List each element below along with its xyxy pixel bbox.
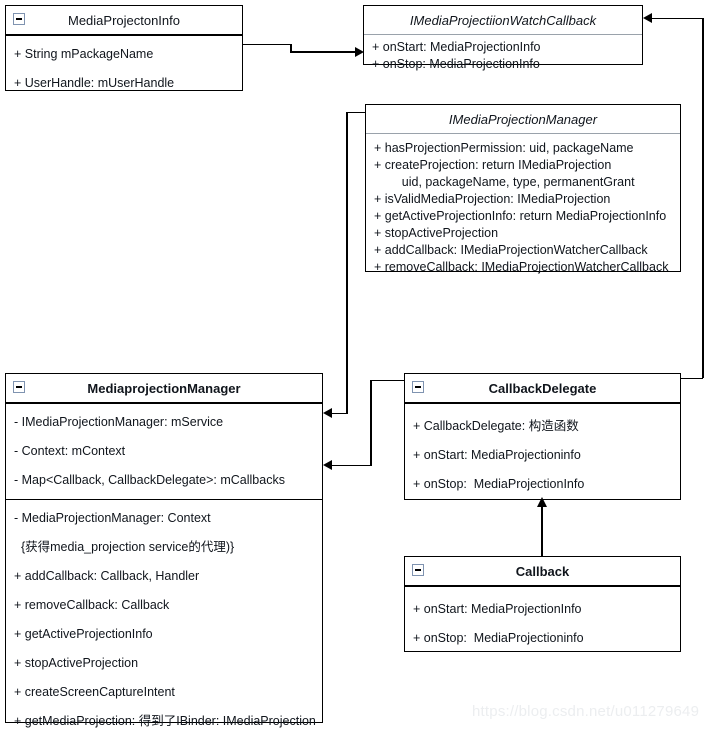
class-member: + onStop: MediaProjectionInfo bbox=[413, 476, 585, 491]
minus-box-icon[interactable] bbox=[13, 13, 25, 25]
connector-delegate-watchcallback-seg3 bbox=[651, 17, 703, 19]
connector-delegate-watchcallback-seg1 bbox=[681, 377, 703, 379]
minus-box-icon[interactable] bbox=[412, 381, 424, 393]
class-title-imedia-projection-manager: IMediaProjectionManager bbox=[448, 112, 598, 127]
class-member: + CallbackDelegate: 构造函数 bbox=[413, 418, 579, 433]
class-member: + onStart: MediaProjectioninfo bbox=[413, 447, 581, 462]
minus-box-icon[interactable] bbox=[13, 381, 25, 393]
class-field: - Map<Callback, CallbackDelegate>: mCall… bbox=[14, 472, 285, 487]
class-method: + removeCallback: Callback bbox=[14, 598, 170, 612]
class-members-imedia-projection-manager: + hasProjectionPermission: uid, packageN… bbox=[366, 134, 680, 280]
class-method: + getMediaProjection: 得到了IBinder: IMedia… bbox=[14, 714, 316, 728]
arrowhead-info-to-watchcallback bbox=[355, 47, 364, 57]
class-member: + addCallback: IMediaProjectionWatcherCa… bbox=[374, 243, 648, 257]
connector-imanager-manager-seg2 bbox=[346, 111, 348, 414]
class-member: + hasProjectionPermission: uid, packageN… bbox=[374, 141, 634, 155]
class-member: + stopActiveProjection bbox=[374, 226, 499, 240]
class-divider bbox=[366, 133, 680, 134]
connector-delegate-manager-seg2 bbox=[370, 379, 372, 466]
class-field: - Context: mContext bbox=[14, 443, 126, 458]
connector-delegate-manager-seg3 bbox=[330, 464, 371, 466]
class-member: + String mPackageName bbox=[14, 46, 154, 61]
class-member: + UserHandle: mUserHandle bbox=[14, 75, 175, 90]
class-box-mediaprojection-manager[interactable]: MediaprojectionManager - IMediaProjectio… bbox=[5, 373, 323, 728]
class-methods-mediaprojection-manager: - MediaProjectionManager: Context {获得med… bbox=[6, 500, 322, 732]
class-member: + onStop: MediaProjectionInfo bbox=[372, 57, 540, 71]
class-box-imedia-projection-watch-callback[interactable]: IMediaProjectiionWatchCallback + onStart… bbox=[363, 5, 643, 71]
class-member: uid, packageName, type, permanentGrant bbox=[374, 175, 635, 189]
connector-info-watchcallback-seg3 bbox=[290, 51, 362, 53]
class-divider bbox=[405, 402, 680, 404]
class-box-media-projection-info[interactable]: MediaProjectonInfo + String mPackageName… bbox=[5, 5, 243, 91]
arrowhead-delegate-to-watchcallback bbox=[643, 13, 652, 23]
class-method-note: {获得media_projection service的代理)} bbox=[14, 540, 235, 554]
minus-box-icon[interactable] bbox=[412, 564, 424, 576]
class-fields-mediaprojection-manager: - IMediaProjectionManager: mService - Co… bbox=[6, 404, 322, 499]
connector-info-watchcallback-seg2 bbox=[290, 43, 292, 53]
connector-imanager-manager-seg1 bbox=[346, 111, 366, 113]
class-members-imedia-projection-watch-callback: + onStart: MediaProjectionInfo + onStop:… bbox=[364, 35, 642, 77]
connector-info-watchcallback-seg1 bbox=[243, 43, 291, 45]
class-title-imedia-projection-watch-callback: IMediaProjectiionWatchCallback bbox=[409, 13, 597, 28]
class-member: + createProjection: return IMediaProject… bbox=[374, 158, 612, 172]
class-member: + onStart: MediaProjectionInfo bbox=[413, 601, 582, 616]
class-member: + isValidMediaProjection: IMediaProjecti… bbox=[374, 192, 611, 206]
connector-delegate-watchcallback-seg2 bbox=[702, 18, 704, 378]
arrowhead-callback-to-delegate bbox=[537, 497, 547, 507]
class-members-callback-delegate: + CallbackDelegate: 构造函数 + onStart: Medi… bbox=[405, 404, 680, 503]
class-method: + addCallback: Callback, Handler bbox=[14, 569, 200, 583]
class-member: + onStart: MediaProjectionInfo bbox=[372, 40, 541, 54]
arrowhead-imanager-to-manager bbox=[323, 408, 332, 418]
connector-callback-delegate bbox=[541, 500, 543, 556]
class-method: + stopActiveProjection bbox=[14, 656, 139, 670]
class-divider bbox=[6, 498, 322, 500]
class-divider bbox=[6, 402, 322, 404]
class-box-callback-delegate[interactable]: CallbackDelegate + CallbackDelegate: 构造函… bbox=[404, 373, 681, 500]
class-title-callback-delegate: CallbackDelegate bbox=[488, 381, 597, 396]
connector-imanager-manager-seg3 bbox=[330, 412, 347, 414]
class-method: + createScreenCaptureIntent bbox=[14, 685, 175, 699]
arrowhead-delegate-to-manager bbox=[323, 460, 332, 470]
class-members-callback: + onStart: MediaProjectionInfo + onStop:… bbox=[405, 587, 680, 657]
class-members-media-projection-info: + String mPackageName + UserHandle: mUse… bbox=[6, 36, 242, 102]
class-method: + getActiveProjectionInfo bbox=[14, 627, 153, 641]
class-member: + removeCallback: IMediaProjectionWatche… bbox=[374, 260, 669, 274]
watermark-text: https://blog.csdn.net/u011279649 bbox=[472, 703, 700, 720]
class-divider bbox=[6, 34, 242, 36]
class-member: + getActiveProjectionInfo: return MediaP… bbox=[374, 209, 667, 223]
class-member: + onStop: MediaProjectioninfo bbox=[413, 630, 584, 645]
class-title-media-projection-info: MediaProjectonInfo bbox=[67, 13, 180, 28]
class-box-imedia-projection-manager[interactable]: IMediaProjectionManager + hasProjectionP… bbox=[365, 104, 681, 274]
class-divider bbox=[364, 34, 642, 35]
class-title-mediaprojection-manager: MediaprojectionManager bbox=[87, 381, 241, 396]
class-title-callback: Callback bbox=[515, 564, 570, 579]
connector-delegate-manager-seg1 bbox=[370, 379, 405, 381]
class-method: - MediaProjectionManager: Context bbox=[14, 511, 211, 525]
class-box-callback[interactable]: Callback + onStart: MediaProjectionInfo … bbox=[404, 556, 681, 652]
class-field: - IMediaProjectionManager: mService bbox=[14, 414, 224, 429]
class-divider bbox=[405, 585, 680, 587]
